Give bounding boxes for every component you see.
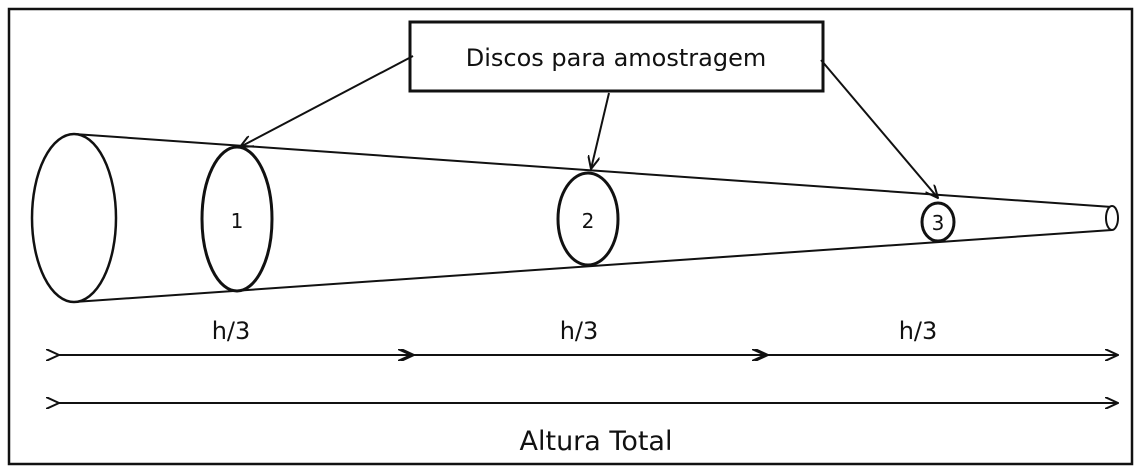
disk-3-label: 3 <box>932 211 945 235</box>
disk-1-label: 1 <box>231 209 244 233</box>
frame-border <box>7 7 1134 466</box>
callout-arrow-disk-3 <box>820 59 938 198</box>
disk-3 <box>920 201 956 243</box>
callout-box <box>408 20 825 93</box>
trunk-tip-ellipse <box>1105 205 1119 231</box>
trunk-base-ellipse <box>30 132 118 304</box>
callout-arrow-disk-1 <box>240 55 414 147</box>
disk-1 <box>200 145 274 293</box>
segment-label-3: h/3 <box>899 317 938 345</box>
segment-label-1: h/3 <box>212 317 251 345</box>
total-height-label: Altura Total <box>520 426 673 457</box>
disk-2 <box>556 171 620 267</box>
callout-arrow-disk-2 <box>591 92 610 169</box>
segment-label-2: h/3 <box>560 317 599 345</box>
disk-2-label: 2 <box>582 209 595 233</box>
callout-label: Discos para amostragem <box>466 44 766 72</box>
